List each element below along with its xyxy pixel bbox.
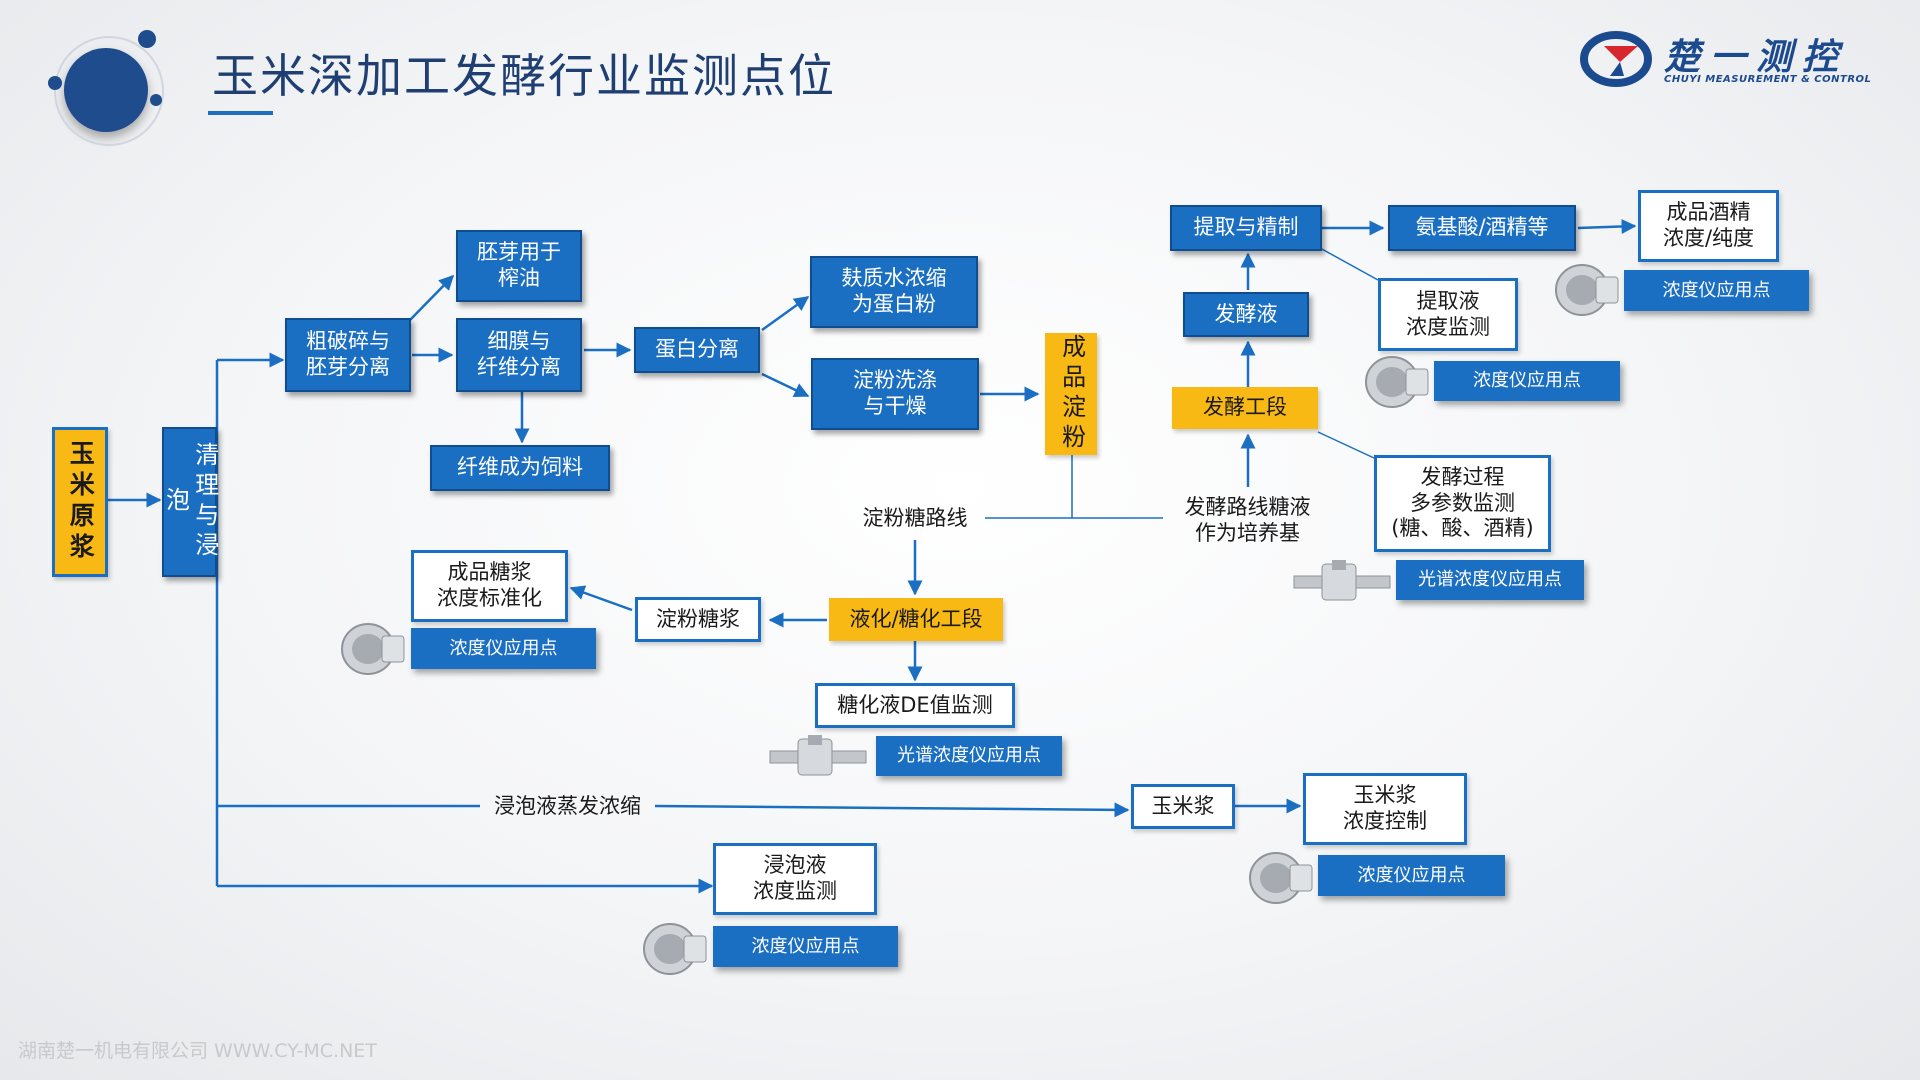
node-coarse-crushing: 粗破碎与 胚芽分离 — [285, 318, 411, 392]
node-product-alcohol-purity: 成品酒精 浓度/纯度 — [1638, 190, 1779, 262]
logo-subtitle: CHUYI MEASUREMENT & CONTROL — [1664, 74, 1872, 85]
node-amino-acid-alcohol: 氨基酸/酒精等 — [1388, 205, 1576, 251]
spectral-sensor-icon — [769, 735, 867, 776]
node-fermentation-stage: 发酵工段 — [1172, 387, 1318, 429]
tag-density-extract: 浓度仪应用点 — [1434, 361, 1620, 401]
node-fermentation-liquid: 发酵液 — [1183, 292, 1309, 337]
footer-watermark: 湖南楚一机电有限公司 WWW.CY-MC.NET — [18, 1040, 377, 1062]
node-fine-membrane: 细膜与 纤维分离 — [456, 318, 582, 392]
density-meter-icon — [643, 923, 707, 975]
density-meter-icon — [1249, 852, 1313, 904]
node-gluten-concentrate: 麸质水浓缩 为蛋白粉 — [810, 256, 978, 328]
node-finished-starch: 成品淀粉 — [1045, 333, 1097, 455]
logo-name: 楚一测控 — [1664, 37, 1849, 78]
node-raw-corn-slurry: 玉米原浆 — [52, 427, 108, 577]
node-fiber-feed: 纤维成为饲料 — [430, 445, 610, 491]
label-fermentation-route: 发酵路线糖液 作为培养基 — [1184, 495, 1311, 546]
node-soak-liquid-monitoring: 浸泡液 浓度监测 — [713, 843, 877, 915]
logo-mark-icon — [1580, 31, 1652, 87]
tag-density-soak: 浓度仪应用点 — [713, 926, 898, 967]
node-germ-oil: 胚芽用于 榨油 — [456, 230, 582, 302]
node-syrup-standardization: 成品糖浆 浓度标准化 — [411, 550, 568, 622]
node-fermentation-process-monitoring: 发酵过程 多参数监测 (糖、酸、酒精) — [1374, 455, 1551, 552]
company-logo: 楚一测控 CHUYI MEASUREMENT & CONTROL — [1580, 28, 1880, 90]
node-clean-and-soak: 清理与浸泡 — [162, 427, 219, 577]
page-title: 玉米深加工发酵行业监测点位 — [212, 49, 836, 103]
spectral-sensor-icon — [1293, 560, 1391, 601]
node-starch-syrup: 淀粉糖浆 — [635, 597, 761, 642]
density-meter-icon — [341, 623, 405, 675]
tag-spectral-fermentation: 光谱浓度仪应用点 — [1396, 560, 1584, 600]
label-starch-sugar-route: 淀粉糖路线 — [862, 506, 968, 530]
node-de-value-monitoring: 糖化液DE值监测 — [815, 683, 1015, 728]
node-extract-monitoring: 提取液 浓度监测 — [1378, 278, 1518, 351]
label-soak-evaporation: 浸泡液蒸发浓缩 — [494, 794, 641, 818]
tag-density-product: 浓度仪应用点 — [1624, 270, 1809, 311]
density-meter-icon — [1365, 356, 1429, 408]
title-underline — [208, 111, 273, 115]
node-starch-wash-dry: 淀粉洗涤 与干燥 — [811, 358, 979, 430]
tag-density-syrup: 浓度仪应用点 — [411, 628, 596, 669]
tag-spectral-de: 光谱浓度仪应用点 — [876, 736, 1062, 776]
node-extraction-refining: 提取与精制 — [1170, 205, 1322, 251]
density-meter-icon — [1555, 264, 1619, 316]
node-corn-steep-liquor: 玉米浆 — [1131, 784, 1235, 829]
node-steep-liquor-control: 玉米浆 浓度控制 — [1303, 773, 1467, 845]
tag-density-steep: 浓度仪应用点 — [1318, 855, 1505, 896]
node-protein-separation: 蛋白分离 — [634, 327, 760, 373]
node-liquefaction-saccharification: 液化/糖化工段 — [829, 598, 1003, 641]
decorative-orb — [48, 30, 180, 160]
